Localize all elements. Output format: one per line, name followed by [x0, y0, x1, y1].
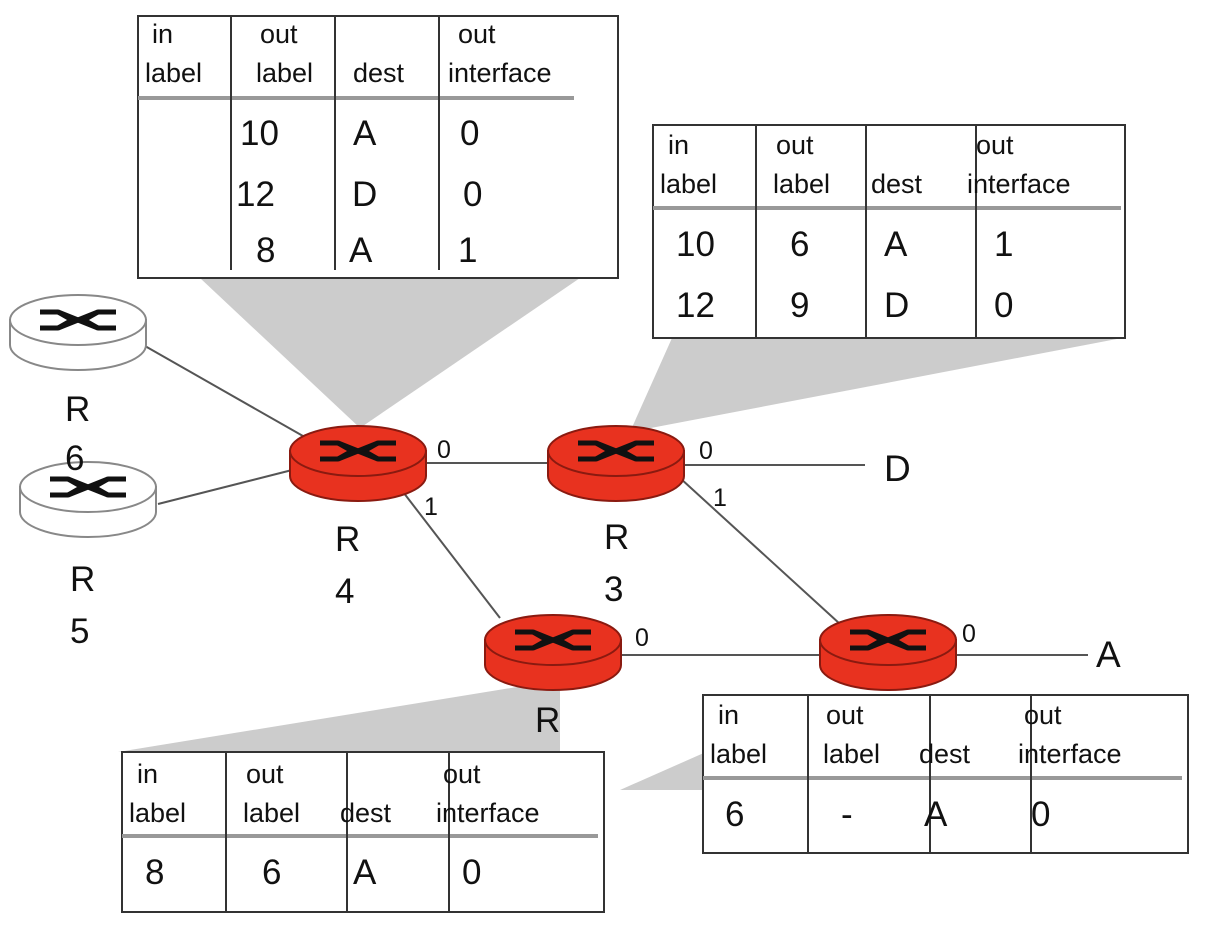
table-cell: 6: [790, 225, 809, 264]
router-label-r3-line1: R: [604, 518, 629, 557]
table-header: dest: [919, 739, 971, 769]
router-label-r4-line2: 4: [335, 572, 354, 611]
table-header: label: [660, 169, 717, 199]
table-header: out: [246, 759, 284, 789]
port-r3-1: 1: [713, 484, 727, 512]
router-r6[interactable]: [9, 294, 147, 371]
router-label-r3-line2: 3: [604, 570, 623, 609]
callout-wedge-r1: [620, 752, 706, 790]
router-label-r6-line2: 6: [65, 439, 84, 478]
router-label-r5-line1: R: [70, 560, 95, 599]
table-header: dest: [340, 798, 392, 828]
router-label-r4-line1: R: [335, 520, 360, 559]
table-cell: -: [841, 795, 853, 834]
router-label-r2-line1: R: [535, 701, 560, 740]
table-header: label: [773, 169, 830, 199]
callout-wedge-r2: [118, 680, 560, 752]
table-cell: A: [349, 231, 373, 270]
table-header: dest: [353, 58, 405, 88]
table-cell: 0: [1031, 795, 1050, 834]
table-cell: 12: [236, 175, 275, 214]
router-r5[interactable]: [19, 461, 157, 538]
forwarding-table-r1: in label out label dest out interface 6 …: [702, 694, 1189, 854]
router-r1[interactable]: [819, 614, 957, 691]
router-r2[interactable]: [484, 614, 622, 691]
table-cell: 9: [790, 286, 809, 325]
table-header: dest: [871, 169, 923, 199]
table-header: label: [129, 798, 186, 828]
table-header: in: [152, 19, 173, 49]
port-r2-0: 0: [635, 624, 649, 652]
table-cell: A: [884, 225, 908, 264]
table-cell: 1: [458, 231, 477, 270]
table-header: label: [145, 58, 202, 88]
table-cell: 1: [994, 225, 1013, 264]
table-header: interface: [967, 169, 1071, 199]
table-header: out: [260, 19, 298, 49]
table-cell: 0: [462, 853, 481, 892]
router-label-r6-line1: R: [65, 390, 90, 429]
table-cell: 6: [725, 795, 744, 834]
router-label-r5-line2: 5: [70, 612, 89, 651]
table-header: label: [710, 739, 767, 769]
table-header: out: [1024, 700, 1062, 730]
table-cell: 10: [676, 225, 715, 264]
table-header: out: [458, 19, 496, 49]
callout-wedge-r3: [630, 338, 1122, 432]
table-header: in: [718, 700, 739, 730]
table-cell: 0: [460, 114, 479, 153]
table-cell: A: [353, 853, 377, 892]
link-r5-r4: [157, 467, 301, 505]
table-header: out: [826, 700, 864, 730]
table-header: label: [243, 798, 300, 828]
table-header: interface: [436, 798, 540, 828]
router-r3[interactable]: [547, 425, 685, 502]
table-cell: 12: [676, 286, 715, 325]
router-r4[interactable]: [289, 425, 427, 502]
port-r4-0: 0: [437, 436, 451, 464]
link-r6-r4: [144, 345, 311, 441]
table-header: label: [823, 739, 880, 769]
port-r4-1: 1: [424, 493, 438, 521]
table-header: in: [137, 759, 158, 789]
table-header: label: [256, 58, 313, 88]
table-header: out: [443, 759, 481, 789]
table-header: out: [976, 130, 1014, 160]
table-cell: D: [352, 175, 377, 214]
table-cell: 6: [262, 853, 281, 892]
forwarding-table-r2: in label out label dest out interface 8 …: [121, 751, 605, 913]
forwarding-table-r3: in label out label dest out interface 10…: [652, 124, 1126, 339]
destination-d: D: [884, 448, 911, 489]
callout-wedge-r4: [200, 278, 580, 428]
destination-a: A: [1096, 634, 1121, 675]
table-header: out: [776, 130, 814, 160]
link-r4-r2: [399, 487, 501, 619]
table-cell: A: [924, 795, 948, 834]
table-cell: 8: [256, 231, 275, 270]
port-r1-0: 0: [962, 620, 976, 648]
table-cell: 10: [240, 114, 279, 153]
table-cell: 0: [994, 286, 1013, 325]
table-cell: D: [884, 286, 909, 325]
table-header: interface: [448, 58, 552, 88]
table-cell: 0: [463, 175, 482, 214]
link-r3-r1: [679, 477, 841, 625]
forwarding-table-r4: in label out label dest out interface 10…: [137, 15, 619, 279]
table-header: interface: [1018, 739, 1122, 769]
port-r3-0: 0: [699, 437, 713, 465]
table-cell: 8: [145, 853, 164, 892]
table-header: in: [668, 130, 689, 160]
table-cell: A: [353, 114, 377, 153]
